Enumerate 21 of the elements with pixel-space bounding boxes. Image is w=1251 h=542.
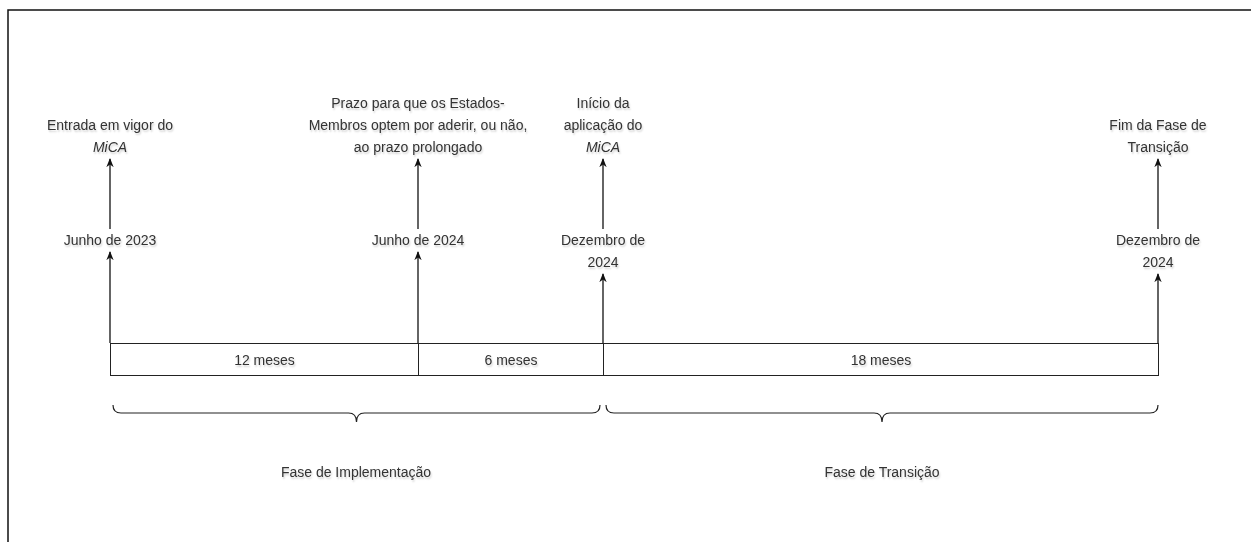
arrow	[599, 273, 607, 344]
timeline-segment: 6 meses	[418, 343, 604, 376]
phase-label: Fase de Implementação	[280, 464, 432, 480]
arrow	[599, 158, 607, 230]
arrow	[1154, 273, 1162, 344]
arrow	[1154, 158, 1162, 230]
date-label: Dezembro de 2024	[1108, 229, 1208, 273]
timeline-segment: 12 meses	[110, 343, 419, 376]
arrow	[414, 158, 422, 230]
arrow	[106, 158, 114, 230]
event-label: Fim da Fase de Transição	[1103, 114, 1213, 158]
timeline-segment: 18 meses	[603, 343, 1159, 376]
date-label: Junho de 2023	[60, 229, 160, 251]
arrow	[414, 251, 422, 344]
phase-label: Fase de Transição	[824, 464, 940, 480]
event-label: Prazo para que os Estados-Membros optem por aderir, ou não, ao prazo prolongado	[308, 92, 528, 158]
arrow	[106, 251, 114, 344]
event-label: Início da aplicação do MiCA	[553, 92, 653, 158]
event-label: Entrada em vigor do MiCA	[40, 114, 180, 158]
date-label: Junho de 2024	[368, 229, 468, 251]
date-label: Dezembro de 2024	[553, 229, 653, 273]
